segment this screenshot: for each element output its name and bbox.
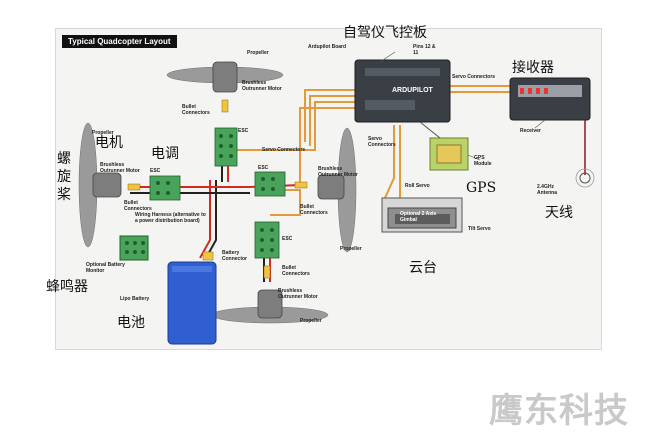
cn-label-esc: 电调 [151,146,179,162]
esc-bottom [254,221,280,259]
cn-label-receiver: 接收器 [512,60,554,76]
label-propeller-right: Propeller [340,246,362,252]
label-lipo-battery: Lipo Battery [120,296,150,302]
label-propeller-bottom: Propeller [300,318,322,324]
cn-label-gimbal: 云台 [409,260,437,276]
board-brand: ARDUPILOT [392,87,434,94]
label-motor-left: Brushless Outrunner Motor [100,162,140,174]
watermark: 鹰东科技 [489,391,629,431]
label-propeller-top: Propeller [247,50,269,56]
diagram-title: Typical Quadcopter Layout [62,35,177,48]
label-antenna: 2.4GHz Antenna [537,184,557,196]
esc-right [254,171,286,197]
label-esc-bottom: ESC [282,236,293,242]
label-motor-top: Brushless Outrunner Motor [242,80,282,92]
label-esc-left: ESC [150,168,161,174]
label-bullet-bottom: Bullet Connectors [282,265,310,277]
cn-label-buzzer: 蜂鸣器 [46,279,88,295]
gimbal-wire [399,125,403,211]
label-propeller-left: Propeller [92,130,114,136]
battery-monitor [119,235,149,261]
label-gps-module: GPS Module [474,155,492,167]
cn-label-gps: GPS [466,180,497,196]
label-bullet-left: Bullet Connectors [124,200,152,212]
esc-top [214,127,238,167]
signal-wire-esc [230,101,360,151]
lipo-battery [167,261,217,345]
label-pins: Pins 12 & 11 [413,44,436,56]
label-motor-right: Brushless Outrunner Motor [318,166,358,178]
motor-left [92,172,122,198]
esc-left [149,175,181,201]
label-wiring-harness: Wiring Harness (alternative to a power d… [135,212,206,224]
signal-wire-top [304,89,360,142]
antenna-icon [579,172,591,184]
label-esc-right: ESC [258,165,269,171]
label-motor-bottom: Brushless Outrunner Motor [278,288,318,300]
cn-label-battery: 电池 [117,315,145,331]
label-battery-connector: Battery Connector [222,250,247,262]
label-optional-gimbal: Optional 2 Axis Gimbal [400,211,437,223]
cn-label-antenna: 天线 [545,205,573,221]
label-servo-connectors: Servo Connectors [262,147,306,153]
label-esc-top: ESC [238,128,249,134]
label-receiver: Receiver [520,128,541,134]
label-tilt-servo: Tilt Servo [468,226,491,232]
label-bullet-right: Bullet Connectors [300,204,328,216]
label-ardupilot-board: Ardupilot Board [308,44,347,50]
label-bullet-top: Bullet Connectors [182,104,210,116]
label-roll-servo: Roll Servo [405,183,430,189]
label-battery-monitor: Optional Battery Monitor [86,262,125,274]
receiver-unit [509,77,591,121]
cn-label-propeller: 螺旋桨 [57,151,71,203]
motor-right [317,174,345,200]
motor-top [212,61,238,93]
cn-label-flight-controller: 自驾仪飞控板 [343,25,427,41]
motor-bottom [257,289,283,319]
label-servo-connectors-rx: Servo Connectors [452,74,496,80]
label-servo-connectors-gimbal: Servo Connectors [368,136,396,148]
cn-label-motor: 电机 [95,135,123,151]
